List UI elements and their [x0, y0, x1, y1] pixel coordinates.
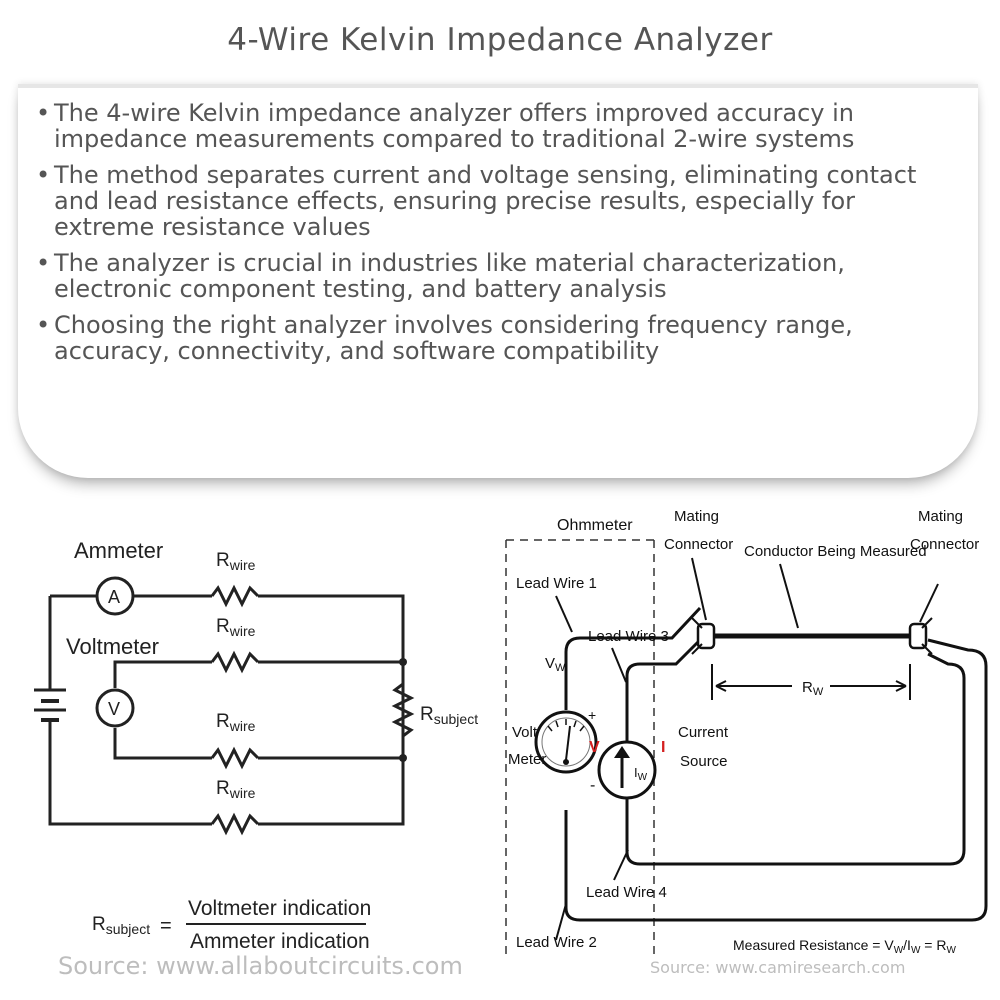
wire-top — [48, 594, 405, 826]
mating-connector-1-line2: Connector — [664, 536, 733, 553]
current-i-label: I — [661, 739, 665, 756]
kelvin-connection-diagram: Ohmmeter Mating Connector Mating Connect… — [505, 508, 988, 960]
formula-denominator: Ammeter indication — [190, 930, 370, 953]
rwire-label-3: Rwire — [216, 711, 256, 734]
page-title: 4-Wire Kelvin Impedance Analyzer — [227, 22, 773, 58]
voltage-v-label: V — [589, 739, 600, 756]
wire-voltmeter-bottom — [113, 728, 403, 760]
mating-connector-right — [908, 622, 928, 650]
mating-connector-1-line1: Mating — [674, 508, 719, 525]
four-wire-circuit-diagram: A V Ammeter Voltmeter Rwire Rwire Rwire … — [34, 538, 478, 953]
iw-label: IW — [634, 765, 648, 783]
current-source-symbol — [597, 740, 657, 800]
wire-voltmeter-top — [113, 660, 403, 688]
resistor-zigzag-1 — [210, 584, 260, 608]
conductor-label: Conductor Being Measured — [744, 543, 927, 560]
lead-wire-1-label: Lead Wire 1 — [516, 575, 597, 592]
ohmmeter-label: Ohmmeter — [557, 517, 633, 534]
bullet-item: The method separates current and voltage… — [32, 162, 962, 240]
bullet-item: The analyzer is crucial in industries li… — [32, 250, 962, 302]
ammeter-symbol: A — [108, 587, 120, 607]
minus-sign: - — [590, 777, 595, 794]
mating-connector-2-line2: Connector — [910, 536, 979, 553]
rw-label: RW — [802, 679, 824, 698]
mating-connector-left — [696, 622, 716, 650]
source-left: Source: www.allaboutcircuits.com — [58, 952, 463, 980]
formula-numerator: Voltmeter indication — [188, 897, 371, 920]
measured-resistance-formula: Measured Resistance = VW/IW = RW — [733, 937, 956, 956]
bullet-item: Choosing the right analyzer involves con… — [32, 312, 962, 364]
lead-wire-3 — [625, 638, 702, 742]
formula-rsubject: Rsubject — [92, 914, 150, 937]
volt-meter-line1: Volt — [512, 724, 538, 741]
resistor-zigzag-2 — [210, 650, 260, 674]
bullet-list: The 4-wire Kelvin impedance analyzer off… — [32, 100, 962, 374]
bullet-item: The 4-wire Kelvin impedance analyzer off… — [32, 100, 962, 152]
mating-connector-2-line1: Mating — [918, 508, 963, 525]
ammeter-label: Ammeter — [74, 538, 163, 563]
resistor-subject-zigzag — [391, 662, 415, 758]
volt-meter-line2: Meter — [508, 751, 546, 768]
voltmeter-circle — [95, 688, 135, 728]
rwire-label-1: Rwire — [216, 550, 256, 573]
lead-wire-4 — [625, 652, 966, 866]
current-source-line1: Current — [678, 724, 729, 741]
ammeter-circle — [95, 576, 135, 616]
rsubject-label: Rsubject — [420, 704, 478, 727]
voltmeter-gauge — [534, 710, 598, 774]
resistor-zigzag-4 — [210, 812, 260, 836]
rwire-label-2: Rwire — [216, 616, 256, 639]
lead-wire-4-label: Lead Wire 4 — [586, 884, 667, 901]
lead-wire-1 — [564, 606, 702, 710]
formula-equals: = — [160, 915, 172, 937]
lead-wire-2-label: Lead Wire 2 — [516, 934, 597, 951]
voltmeter-label: Voltmeter — [66, 634, 159, 659]
rwire-label-4: Rwire — [216, 778, 256, 801]
vw-label: VW — [545, 655, 566, 674]
voltmeter-symbol: V — [108, 699, 120, 719]
resistor-zigzag-3 — [210, 746, 260, 770]
plus-sign: + — [588, 707, 596, 723]
lead-wire-2 — [564, 638, 988, 922]
lead-wire-3-label: Lead Wire 3 — [588, 628, 669, 645]
current-source-line2: Source — [680, 753, 728, 770]
source-right: Source: www.camiresearch.com — [650, 958, 906, 977]
